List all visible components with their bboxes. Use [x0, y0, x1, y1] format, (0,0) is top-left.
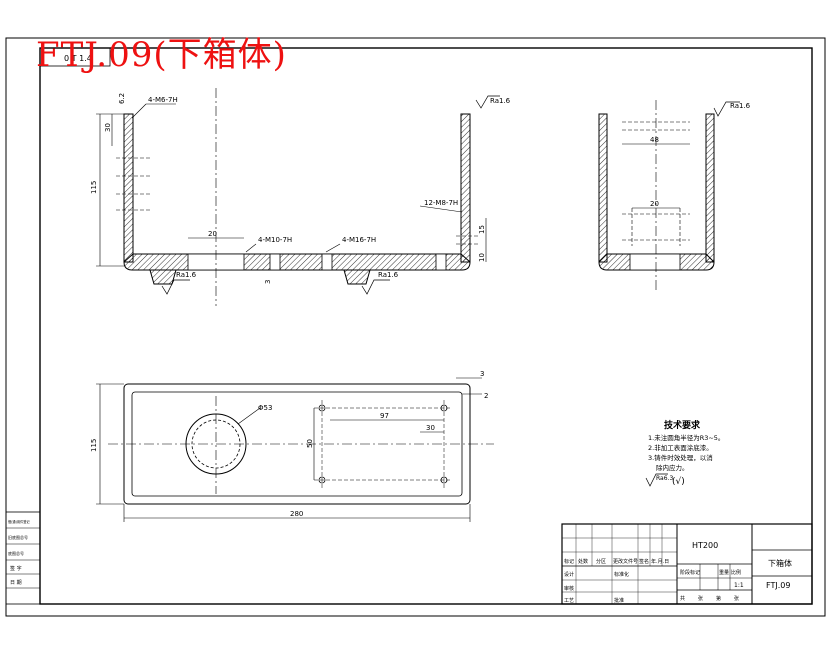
plan-view: Φ53 97 30 50 115 280 3 2: [90, 370, 494, 522]
bore-circle-inner: [191, 419, 241, 469]
tb-material: HT200: [692, 541, 718, 550]
dim-30: 30: [104, 123, 112, 132]
corner-box-text: 0 T 1.4: [64, 54, 92, 63]
plan-dim-50: 50: [306, 439, 314, 448]
strip-item-4: 签 字: [10, 565, 22, 572]
strip-item-2: 旧底图总号: [8, 534, 28, 540]
dim-10: 10: [478, 253, 486, 262]
side-dim-48: 48: [650, 136, 659, 144]
tb-sheets-total: 共: [680, 595, 685, 602]
drawing-title: FTJ.09(下箱体): [36, 35, 287, 75]
tech-item-2: 2.非加工表面涂底漆。: [648, 443, 713, 452]
thread-bottom-1: 4-M10-7H: [258, 236, 292, 244]
bottom-plate: [123, 253, 471, 271]
tb-sign: 签名: [639, 558, 649, 565]
title-block-text: HT200 下箱体 FTJ.09 1:1 阶段标记 重量 比例 标记 处数 分区…: [564, 541, 792, 604]
tb-weight: 重量: [719, 569, 729, 576]
plan-dim-2: 2: [484, 392, 488, 400]
thread-side-label: 12-M8-7H: [424, 199, 458, 207]
bore-4: [435, 253, 447, 271]
inner-frame: [39, 47, 813, 605]
tb-date: 年.月.日: [651, 558, 669, 565]
plan-dim-280: 280: [290, 510, 303, 518]
bore-2: [269, 253, 281, 271]
tb-sheet-no: 第: [716, 595, 721, 602]
roughness-bottom-left: Ra1.6: [176, 271, 197, 279]
left-foot: [149, 269, 177, 285]
tech-item-4: 除内应力。: [656, 463, 689, 472]
tb-zone: 分区: [596, 558, 606, 565]
tech-requirements: 技术要求 1.未注圆角半径为R3~5。 2.非加工表面涂底漆。 3.铸件时效处理…: [645, 419, 724, 487]
strip-item-3: 底图总号: [8, 550, 24, 556]
tech-heading: 技术要求: [664, 419, 701, 431]
strip-item-1: 借(通)用件登记: [8, 519, 30, 524]
plan-dim-115: 115: [90, 439, 98, 452]
right-wall: [460, 113, 471, 263]
side-dim-20: 20: [650, 200, 659, 208]
dim-15: 15: [478, 225, 486, 234]
dim-3: 3: [264, 280, 272, 284]
thread-bottom-2: 4-M16-7H: [342, 236, 376, 244]
plan-dim-3: 3: [480, 370, 484, 378]
tb-part-name: 下箱体: [768, 558, 792, 568]
roughness-top-right: Ra1.6: [490, 97, 511, 105]
tb-process: 工艺: [564, 598, 574, 604]
tb-standard: 标准化: [614, 571, 629, 578]
dim-height-115: 115: [90, 181, 98, 194]
tb-change-doc: 更改文件号: [613, 558, 638, 565]
bore-circle-outer: [185, 413, 247, 475]
outer-border: [5, 37, 826, 617]
tb-stage: 阶段标记: [680, 569, 700, 576]
tb-scale-label: 比例: [731, 569, 741, 576]
plan-dim-97: 97: [380, 412, 389, 420]
tech-item-1: 1.未注圆角半径为R3~5。: [648, 433, 724, 442]
tech-roughness-check: (√): [672, 476, 685, 487]
dim-bore: 20: [208, 230, 217, 238]
tb-drawing-no: FTJ.09: [766, 581, 790, 590]
tb-sheet: 张: [698, 595, 703, 602]
roughness-bottom-right: Ra1.6: [378, 271, 399, 279]
tb-approve: 批准: [614, 597, 624, 604]
tech-roughness: Ra6.3: [656, 475, 673, 482]
section-view: 115 30 6.2 4-M6-7H Ra1.6 12-M8-7H 15 10 …: [90, 88, 511, 306]
tb-count: 处数: [578, 558, 588, 565]
tb-checker: 审核: [564, 585, 574, 592]
bore-3: [321, 253, 333, 271]
plan-dim-circle: Φ53: [258, 404, 272, 412]
tech-item-3: 3.铸件时效处理，以消: [648, 453, 713, 462]
title-block: [561, 523, 813, 605]
plan-dim-30: 30: [426, 424, 435, 432]
strip-item-5: 日 期: [10, 580, 22, 586]
left-strip: 借(通)用件登记 旧底图总号 底图总号 签 字 日 期: [5, 511, 41, 605]
thread-top-label: 4-M6-7H: [148, 96, 178, 104]
side-roughness: Ra1.6: [730, 102, 751, 110]
dim-6-2: 6.2: [118, 93, 126, 104]
tb-scale: 1:1: [734, 582, 744, 589]
tb-designer: 设计: [564, 571, 574, 578]
corner-box: [39, 47, 111, 67]
right-foot: [343, 269, 371, 285]
tb-mark: 标记: [564, 558, 574, 565]
tb-sheet2: 张: [734, 595, 739, 602]
left-wall: [123, 113, 134, 263]
side-view: 48 20 Ra1.6: [598, 100, 751, 290]
